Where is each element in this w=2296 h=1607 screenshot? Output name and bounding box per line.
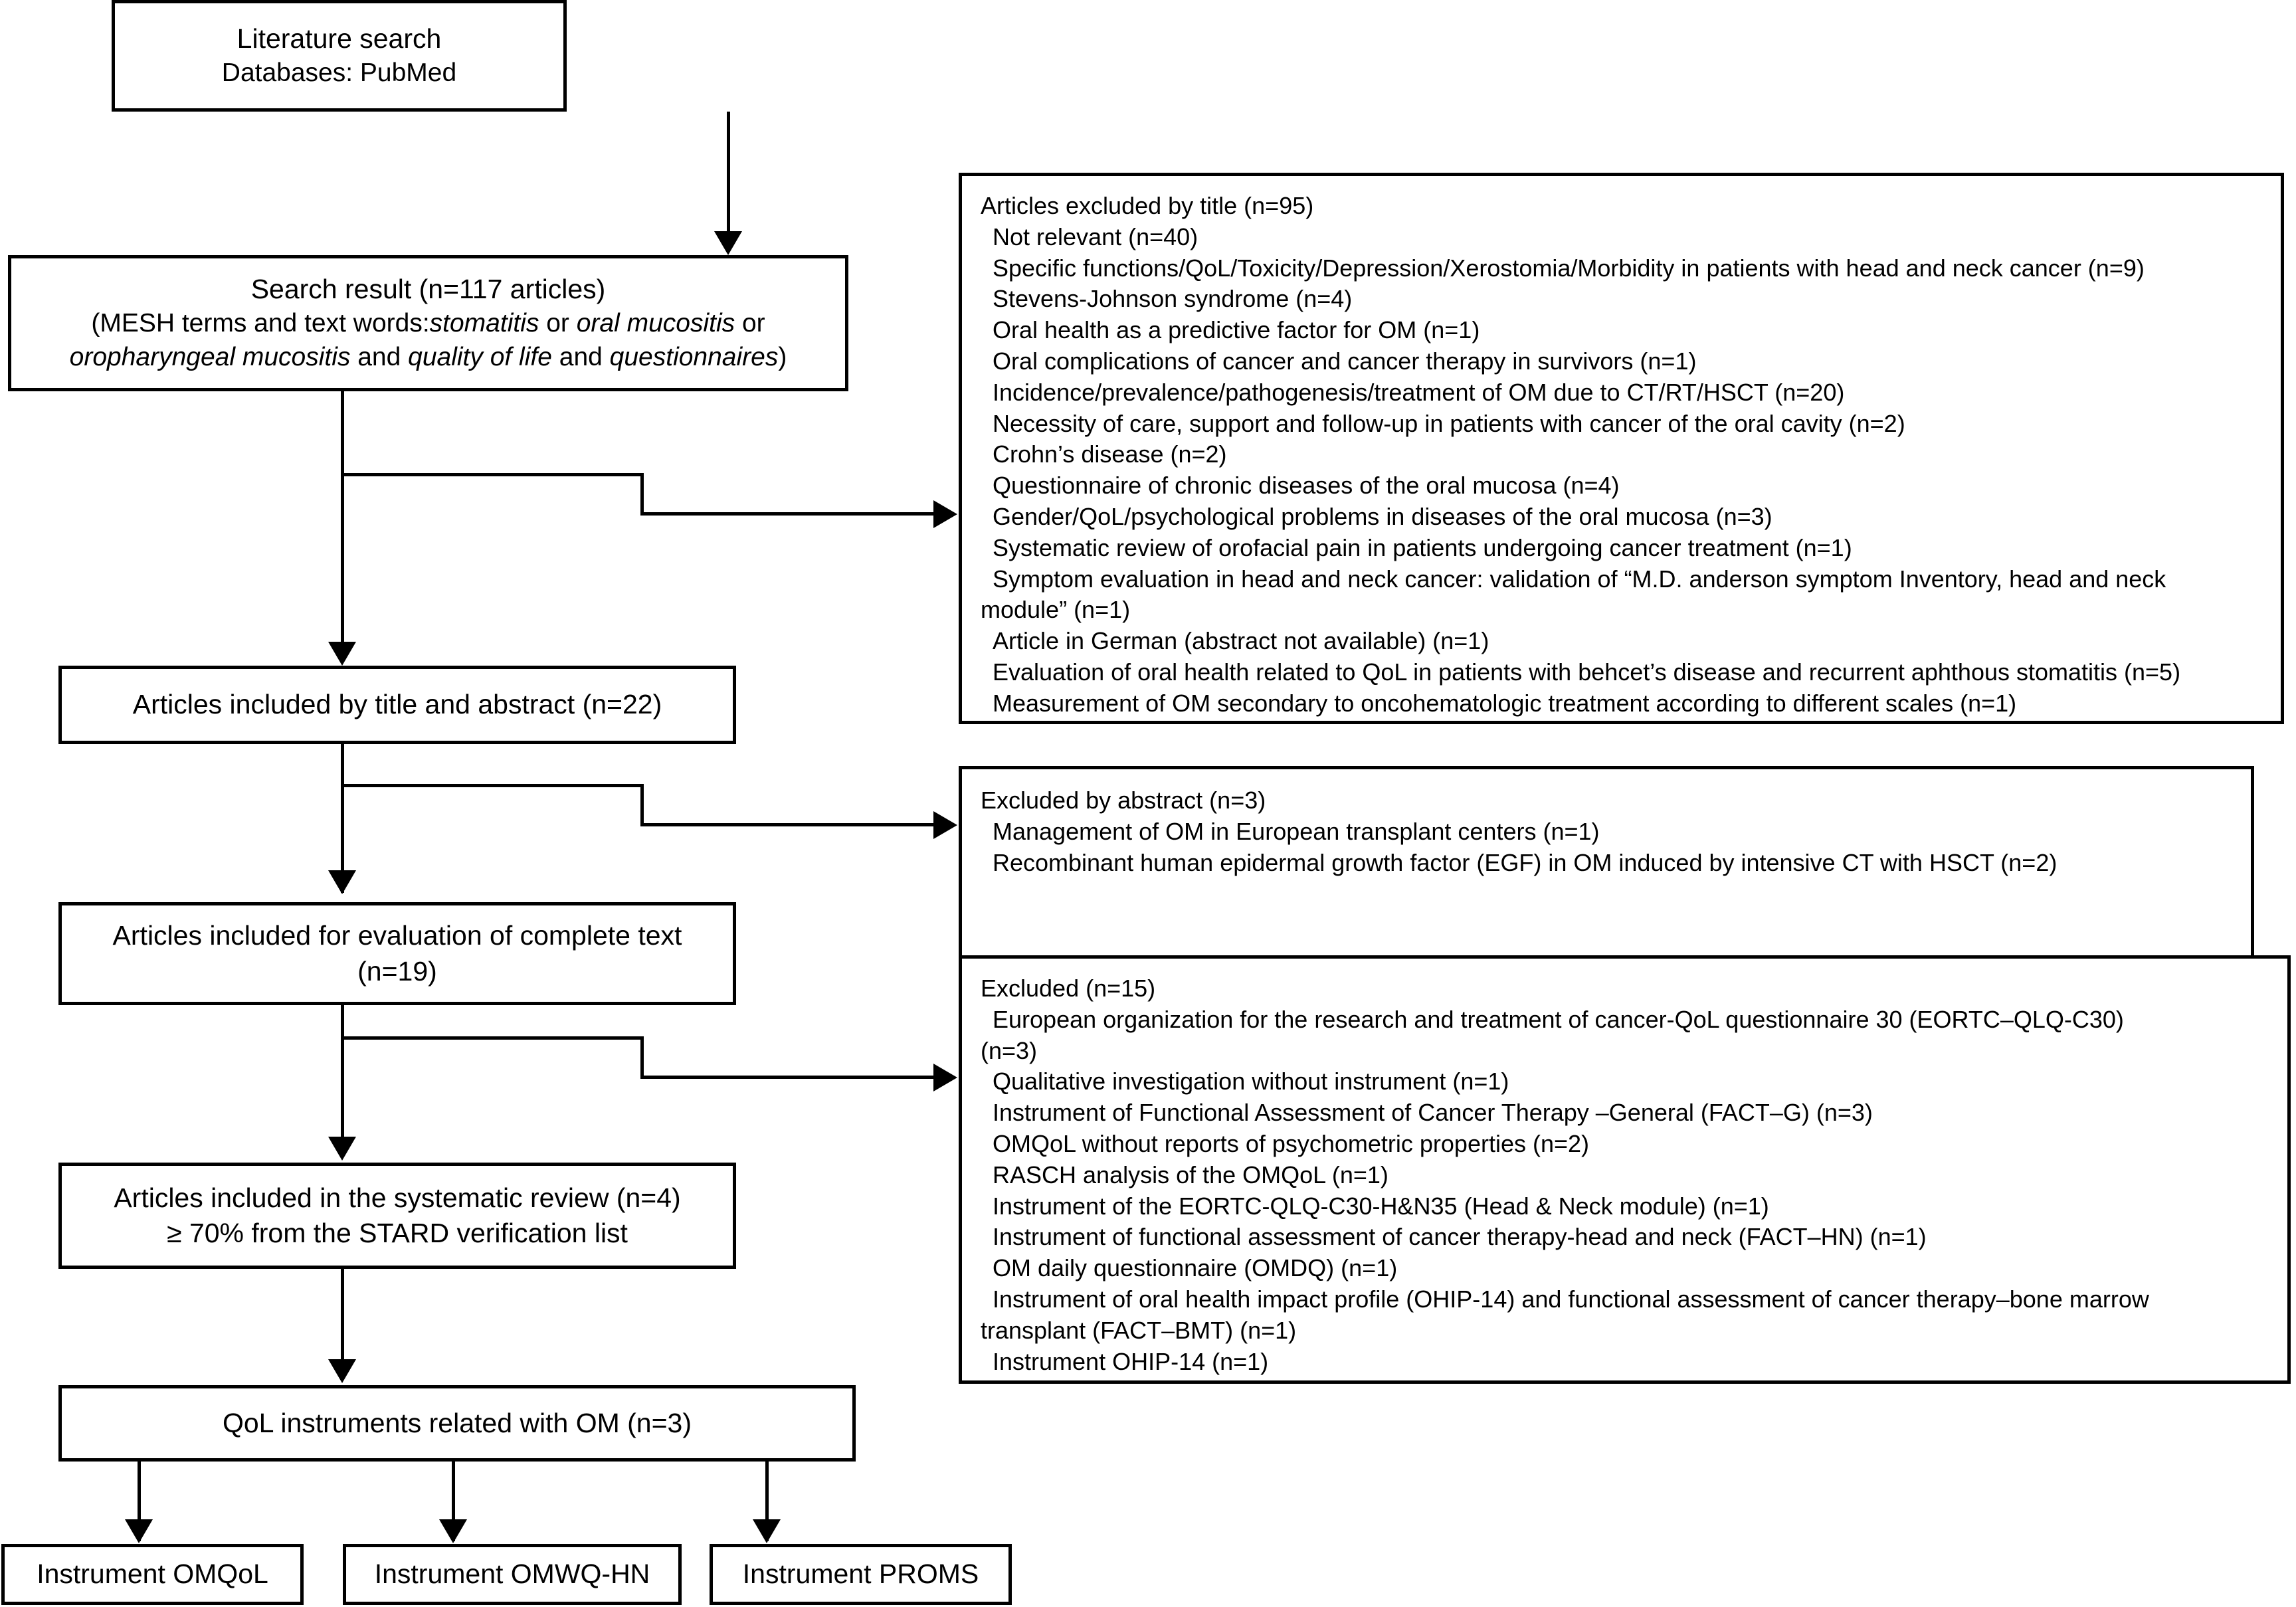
node-search-result: Search result (n=117 articles) (MESH ter… [8, 255, 848, 391]
node-excluded-full-text: Excluded (n=15) European organization fo… [959, 955, 2291, 1384]
arrowhead-search-to-result [714, 231, 742, 255]
branch-h1-excluded-fulltext [341, 1036, 644, 1040]
excluded-title-item-list: Not relevant (n=40) Specific functions/Qo… [981, 222, 2180, 719]
arrowhead-titleabs-to-fulltext [328, 870, 356, 894]
branch-v-excluded-title [640, 473, 644, 516]
node-excluded-by-title: Articles excluded by title (n=95) Not re… [959, 173, 2284, 724]
literature-search-line2: Databases: PubMed [221, 58, 457, 88]
systematic-review-line2: ≥ 70% from the STARD verification list [167, 1218, 628, 1248]
branch-h1-excluded-abstract [341, 784, 644, 787]
included-title-abstract-line1: Articles included by title and abstract … [132, 689, 662, 720]
list-item: OMQoL without reports of psychometric pr… [993, 1129, 1590, 1157]
list-item: Instrument OHIP-14 (n=1) [993, 1347, 1269, 1375]
node-included-systematic-review: Articles included in the systematic revi… [58, 1163, 736, 1269]
list-item: RASCH analysis of the OMQoL (n=1) [993, 1161, 1388, 1188]
arrowhead-fulltext-to-review [328, 1137, 356, 1161]
list-item: OM daily questionnaire (OMDQ) (n=1) [993, 1254, 1398, 1282]
excluded-abstract-item-list: Management of OM in European transplant … [981, 816, 2057, 879]
list-item: Instrument of functional assessment of c… [993, 1223, 1927, 1251]
list-item: Necessity of care, support and follow-up… [993, 409, 1905, 437]
list-item: Management of OM in European transplant … [993, 817, 1600, 845]
branch-h2-excluded-title [640, 512, 936, 516]
node-instrument-omwq-hn: Instrument OMWQ-HN [343, 1544, 682, 1605]
search-result-line1: Search result (n=117 articles) [250, 274, 606, 305]
list-item: Recombinant human epidermal growth facto… [993, 848, 2057, 876]
systematic-review-line1: Articles included in the systematic revi… [114, 1182, 681, 1213]
list-item: Article in German (abstract not availabl… [993, 627, 1489, 655]
list-item: Incidence/prevalence/pathogenesis/treatm… [993, 378, 1845, 406]
arrowhead-qol-to-omwqhn [439, 1519, 467, 1543]
arrowhead-qol-to-proms [753, 1519, 781, 1543]
list-item: Measurement of OM secondary to oncohemat… [993, 689, 2017, 717]
arrowhead-review-to-qol [328, 1359, 356, 1383]
connector-review-to-qol [341, 1269, 344, 1372]
instrument-omwq-hn-label: Instrument OMWQ-HN [374, 1559, 650, 1590]
included-complete-text-line1: Articles included for evaluation of comp… [112, 920, 682, 951]
branch-h2-excluded-abstract [640, 823, 936, 826]
excluded-abstract-heading: Excluded by abstract (n=3) [981, 787, 1266, 814]
excluded-fulltext-item-list: European organization for the research a… [981, 1004, 2149, 1378]
branch-v-excluded-abstract [640, 784, 644, 826]
search-result-line2: (MESH terms and text words:stomatitis or… [91, 309, 765, 338]
list-item: Gender/QoL/psychological problems in dis… [993, 502, 1772, 530]
list-item: Stevens-Johnson syndrome (n=4) [993, 285, 1353, 313]
node-excluded-by-abstract: Excluded by abstract (n=3) Management of… [959, 766, 2254, 969]
node-instrument-proms: Instrument PROMS [710, 1544, 1012, 1605]
list-item: (n=3) [981, 1036, 1038, 1064]
node-literature-search: Literature search Databases: PubMed [112, 0, 567, 112]
instrument-proms-label: Instrument PROMS [742, 1559, 979, 1590]
arrowhead-excluded-fulltext [933, 1064, 957, 1091]
connector-titleabs-to-fulltext [341, 744, 344, 893]
instrument-omqol-label: Instrument OMQoL [37, 1559, 268, 1590]
node-instrument-omqol: Instrument OMQoL [1, 1544, 304, 1605]
node-included-complete-text: Articles included for evaluation of comp… [58, 902, 736, 1005]
list-item: Instrument of Functional Assessment of C… [993, 1099, 1873, 1127]
list-item: Symptom evaluation in head and neck canc… [993, 565, 2166, 593]
list-item: transplant (FACT–BMT) (n=1) [981, 1316, 1297, 1344]
branch-h2-excluded-fulltext [640, 1076, 936, 1079]
arrowhead-result-to-titleabs [328, 642, 356, 666]
list-item: Not relevant (n=40) [993, 223, 1198, 250]
connector-result-to-titleabs [341, 391, 344, 662]
list-item: Qualitative investigation without instru… [993, 1068, 1509, 1095]
list-item: Specific functions/QoL/Toxicity/Depressi… [993, 254, 2145, 282]
included-complete-text-line2: (n=19) [357, 955, 437, 987]
node-included-title-abstract: Articles included by title and abstract … [58, 666, 736, 744]
list-item: Oral complications of cancer and cancer … [993, 347, 1697, 375]
arrowhead-qol-to-omqol [125, 1519, 153, 1543]
connector-fulltext-to-review [341, 1005, 344, 1157]
branch-v-excluded-fulltext [640, 1036, 644, 1079]
list-item: European organization for the research a… [993, 1005, 2124, 1033]
connector-qol-to-proms [765, 1462, 769, 1541]
excluded-fulltext-heading: Excluded (n=15) [981, 975, 1156, 1002]
excluded-title-heading: Articles excluded by title (n=95) [981, 192, 1314, 219]
connector-qol-to-omwqhn [452, 1462, 455, 1541]
list-item: Oral health as a predictive factor for O… [993, 316, 1480, 344]
connector-search-to-result [727, 112, 730, 231]
search-result-line3: oropharyngeal mucositis and quality of l… [69, 343, 787, 372]
arrowhead-excluded-title [933, 500, 957, 528]
list-item: Instrument of oral health impact profile… [993, 1285, 2149, 1313]
literature-search-line1: Literature search [237, 23, 442, 54]
connector-qol-to-omqol [138, 1462, 141, 1541]
list-item: Crohn’s disease (n=2) [993, 440, 1227, 468]
list-item: Systematic review of orofacial pain in p… [993, 533, 1852, 561]
node-qol-instruments: QoL instruments related with OM (n=3) [58, 1385, 856, 1462]
list-item: Questionnaire of chronic diseases of the… [993, 472, 1620, 500]
list-item: Instrument of the EORTC-QLQ-C30-H&N35 (H… [993, 1192, 1769, 1220]
list-item: Evaluation of oral health related to QoL… [993, 658, 2181, 686]
list-item: module” (n=1) [981, 596, 1131, 624]
qol-instruments-line1: QoL instruments related with OM (n=3) [222, 1407, 692, 1438]
branch-h1-excluded-title [341, 473, 644, 476]
arrowhead-excluded-abstract [933, 811, 957, 839]
